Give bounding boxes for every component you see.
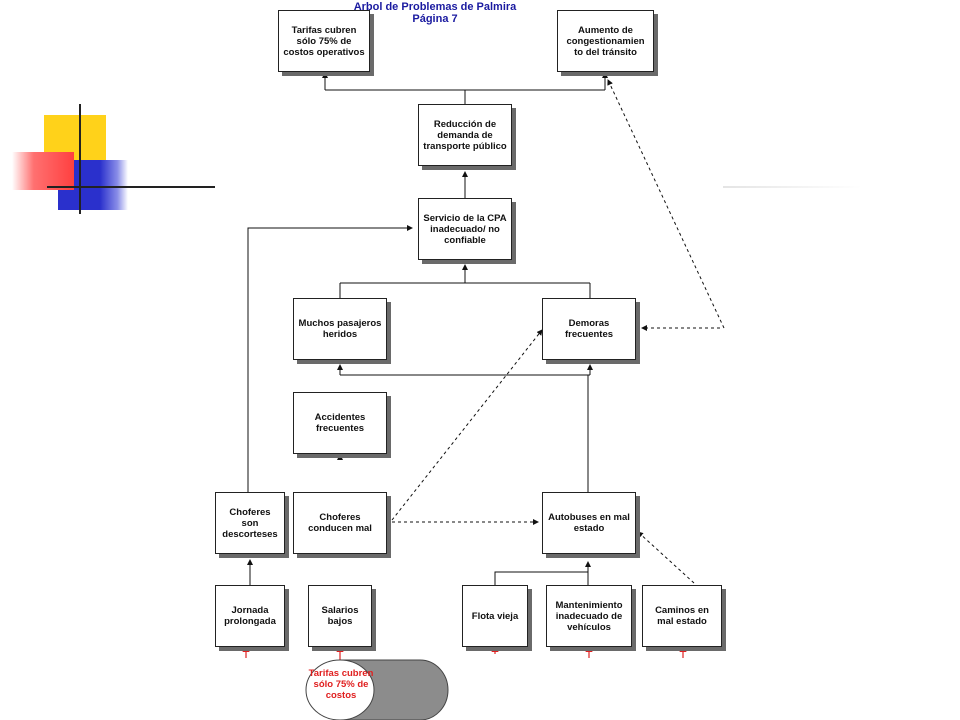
box-servicio-cpa: Servicio de la CPA inadecuado/ no confia… <box>418 198 512 260</box>
box-choferes-conducen-mal: Choferes conducen mal <box>293 492 387 554</box>
box-caminos-mal-estado: Caminos en mal estado <box>642 585 722 647</box>
callout-ellipse <box>305 659 375 720</box>
box-flota-vieja: Flota vieja <box>462 585 528 647</box>
box-autobuses-mal-estado: Autobuses en mal estado <box>542 492 636 554</box>
box-mantenimiento-inadecuado: Mantenimiento inadecuado de vehículos <box>546 585 632 647</box>
diagram-title: Arbol de Problemas de Palmira Página 7 <box>330 1 540 25</box>
diagram-title-line2: Página 7 <box>412 13 458 25</box>
box-tarifas-cubren: Tarifas cubren sólo 75% de costos operat… <box>278 10 370 72</box>
box-jornada-prolongada: Jornada prolongada <box>215 585 285 647</box>
deco-right-rule <box>722 186 862 188</box>
deco-red-square <box>12 152 74 190</box>
box-demoras-frecuentes: Demoras frecuentes <box>542 298 636 360</box>
box-muchos-pasajeros-heridos: Muchos pasajeros heridos <box>293 298 387 360</box>
diagram-title-line1: Arbol de Problemas de Palmira <box>353 1 517 13</box>
callout-red-label: Tarifas cubren sólo 75% de costos <box>308 668 374 701</box>
box-choferes-descorteses: Choferes son descorteses <box>215 492 285 554</box>
box-salarios-bajos: Salarios bajos <box>308 585 372 647</box>
box-accidentes-frecuentes: Accidentes frecuentes <box>293 392 387 454</box>
deco-horizontal-line <box>47 186 217 188</box>
box-aumento-congestionamiento: Aumento de congestionamien to del tránsi… <box>557 10 654 72</box>
box-reduccion-demanda: Reducción de demanda de transporte públi… <box>418 104 512 166</box>
deco-vertical-line <box>79 104 81 214</box>
